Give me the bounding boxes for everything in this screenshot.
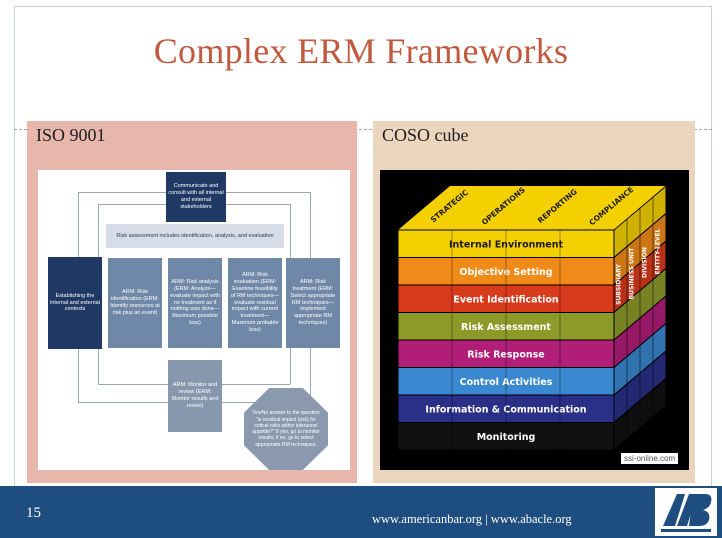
- cube-layer: [397, 257, 615, 286]
- question-octagon: Yes/No answer to the question "is residu…: [244, 388, 328, 470]
- communicate-box: Communicate and consult with all interna…: [166, 172, 226, 222]
- cube-layer: [397, 422, 615, 451]
- cube-layer-label: Control Activities: [460, 377, 553, 388]
- cube-layer-label: Information & Communication: [425, 404, 586, 415]
- slide-title: Complex ERM Frameworks: [153, 31, 569, 71]
- cube-layer: [397, 229, 615, 258]
- cube-side-label: ENTITY-LEVEL: [655, 228, 662, 274]
- abacle-link[interactable]: www.abacle.org: [490, 512, 572, 526]
- aba-logo-icon: [661, 494, 712, 532]
- iso-diagram: Communicate and consult with all interna…: [38, 170, 350, 470]
- cube-layer-label: Monitoring: [477, 432, 536, 443]
- cube-side-label: BUSINESS UNIT: [629, 247, 636, 300]
- cube-layer-label: Objective Setting: [459, 267, 552, 278]
- coso-panel-label: COSO cube: [382, 125, 469, 145]
- iso-panel-label: ISO 9001: [36, 125, 106, 145]
- analysis-box: ARM: Risk analysis (ERM: Analyze— evalua…: [168, 258, 222, 348]
- footer-links: www.americanbar.org | www.abacle.org: [372, 512, 572, 527]
- cube-layer-label: Internal Environment: [449, 239, 563, 250]
- slide-frame: [14, 6, 712, 486]
- cube-layer-label: Risk Assessment: [461, 322, 551, 333]
- cube-layer-label: Event Identification: [453, 294, 558, 305]
- cube-top-face: [398, 186, 666, 230]
- cube-side-label: DIVISION: [642, 247, 649, 278]
- page-number: 15: [26, 505, 41, 521]
- website-tag: ssi-online.com: [621, 453, 679, 464]
- treatment-box: ARM: Risk treatment (ERM: Select appropr…: [286, 258, 340, 348]
- cube-layer-label: Risk Response: [467, 349, 544, 360]
- establishing-box: Establishing the internal and external c…: [48, 257, 102, 349]
- cube-layer: [397, 312, 615, 341]
- footer-bar: 15 www.americanbar.org | www.abacle.org: [0, 486, 722, 538]
- americanbar-link[interactable]: www.americanbar.org: [372, 512, 483, 526]
- title-divider: [14, 129, 712, 130]
- evaluation-box: ARM: Risk evaluation (ERM: Examine feasi…: [228, 258, 282, 348]
- aba-logo: [655, 488, 717, 536]
- risk-assessment-header: Risk assessment includes identification,…: [106, 224, 284, 248]
- cube-layer: [397, 394, 615, 423]
- monitor-box: ARM: Monitor and review (ERM: Monitor re…: [168, 360, 222, 432]
- cube-side-label: SUBSIDIARY: [616, 263, 623, 304]
- identification-box: ARM: Risk identification (ERM: Identify …: [108, 258, 162, 348]
- footer-separator: |: [482, 512, 491, 526]
